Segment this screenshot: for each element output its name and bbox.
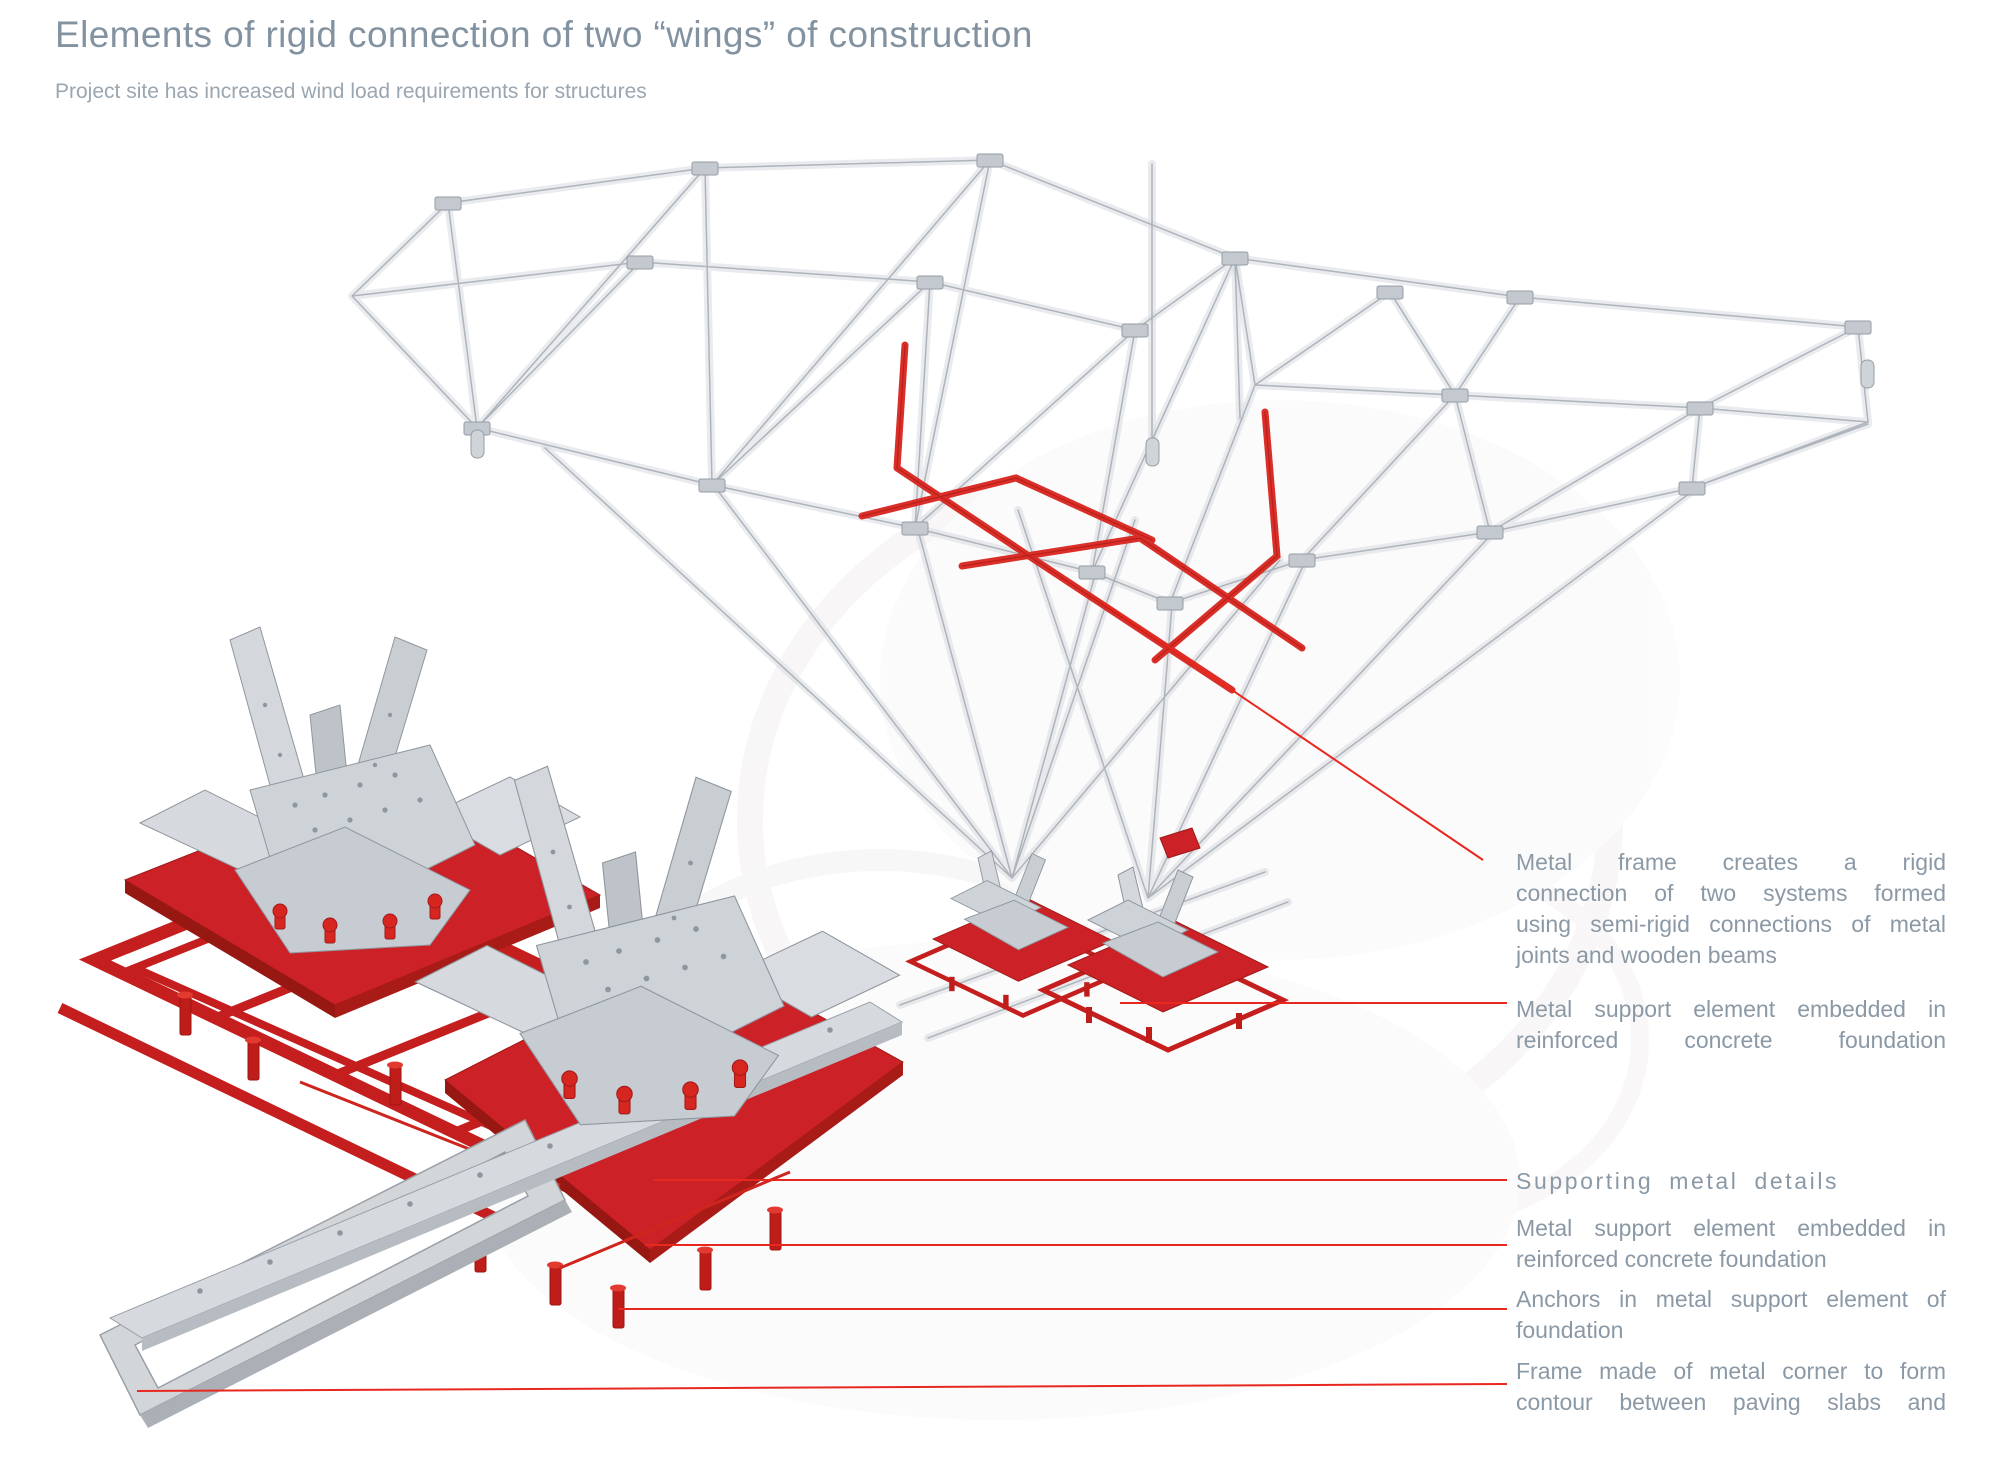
annotation-line: Anchors in metal support element of: [1516, 1286, 1946, 1312]
annotation-metal-frame: Metal frame creates a rigid connection o…: [1516, 847, 1946, 971]
annotation-line: Metal frame creates a rigid: [1516, 849, 1946, 875]
annotation-line: Metal support element embedded in: [1516, 996, 1946, 1022]
annotation-line: Frame made of metal corner to form: [1516, 1358, 1946, 1384]
leader-frame-corner: [136, 1383, 1508, 1392]
annotation-line: Metal support element embedded in: [1516, 1215, 1946, 1241]
annotation-line: reinforced concrete foundation: [1516, 1246, 1827, 1272]
annotation-supporting-details: Supporting metal details: [1516, 1166, 1946, 1197]
annotation-line: joints and wooden beams: [1516, 942, 1777, 968]
page-title: Elements of rigid connection of two “win…: [55, 14, 1033, 55]
annotation-line: Supporting metal details: [1516, 1168, 1840, 1194]
detail-view: [57, 626, 904, 1428]
annotation-line: contour between paving slabs and: [1516, 1389, 1946, 1415]
connector-joints: [434, 153, 1875, 611]
annotation-anchors: Anchors in metal support element of foun…: [1516, 1284, 1946, 1346]
leader-lines: [136, 601, 1508, 1392]
annotation-line: connection of two systems formed: [1516, 880, 1946, 906]
annotation-line: using semi-rigid connections of metal: [1516, 911, 1946, 937]
annotation-line: foundation: [1516, 1317, 1624, 1343]
annotation-support-embedded-top: Metal support element embedded in reinfo…: [1516, 994, 1946, 1056]
annotation-support-embedded-bottom: Metal support element embedded in reinfo…: [1516, 1213, 1946, 1275]
page-subtitle: Project site has increased wind load req…: [55, 80, 647, 103]
annotation-line: reinforced concrete foundation: [1516, 1027, 1946, 1053]
annotation-frame-corner: Frame made of metal corner to form conto…: [1516, 1356, 1946, 1418]
leader-metal-frame: [1101, 601, 1484, 861]
